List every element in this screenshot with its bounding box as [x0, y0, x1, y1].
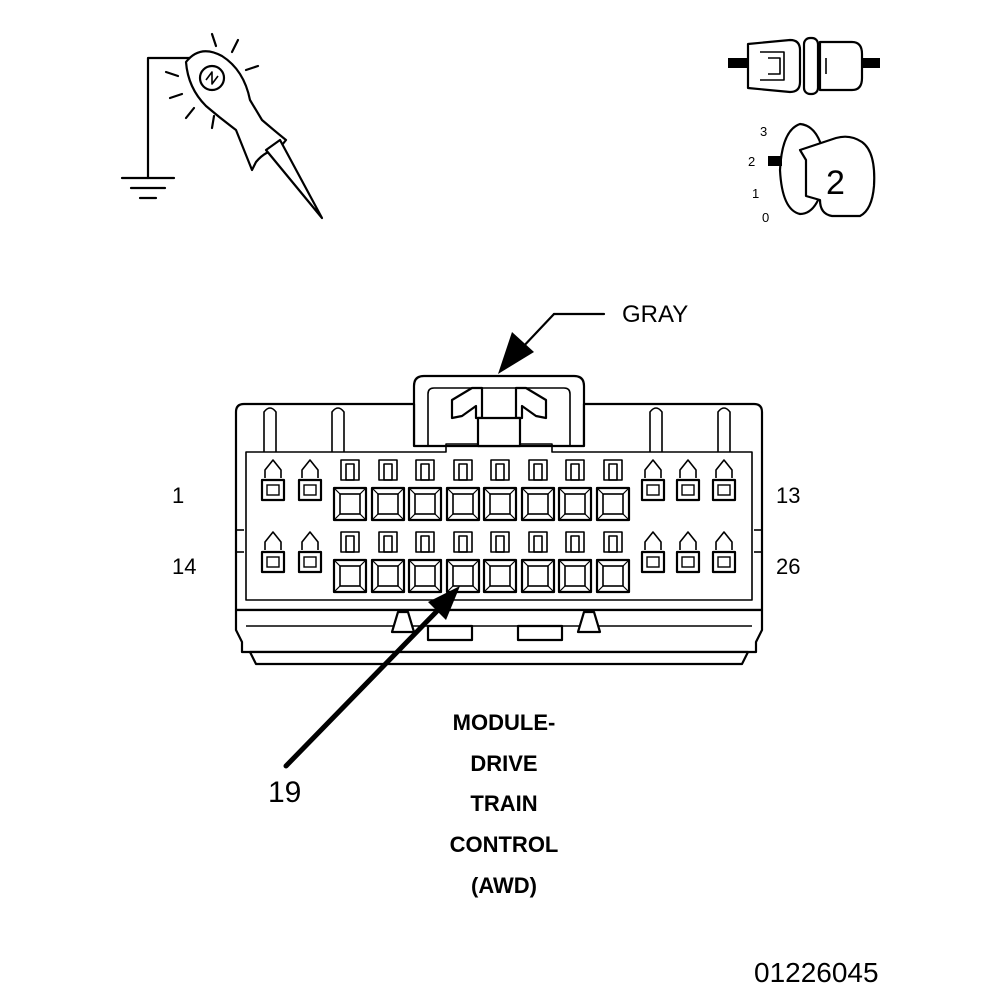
pin-cavity-r1-center-5 [482, 459, 518, 522]
module-name: MODULE- DRIVE TRAIN CONTROL (AWD) [450, 710, 559, 898]
ground-icon [120, 176, 176, 200]
pin-cavity-r1-center-1 [332, 459, 368, 522]
test-light-icon [120, 32, 324, 220]
figure-number: 01226045 [754, 957, 879, 988]
ignition-position-1: 1 [752, 186, 759, 201]
pin-cavity-r1-center-6 [520, 459, 556, 522]
pin-label-1: 1 [172, 483, 184, 508]
pin-cavity-r2-center-6 [520, 531, 556, 594]
pin-label-26: 26 [776, 554, 800, 579]
pin-cavity-r1-center-3 [407, 459, 443, 522]
ignition-key-icon: 3 2 1 0 2 [748, 122, 876, 225]
pin-cavity-r2-center-4 [445, 531, 481, 594]
pin-label-14: 14 [172, 554, 196, 579]
pin-cavity-r1-left-2 [297, 459, 323, 502]
module-name-line-2: DRIVE [470, 751, 537, 776]
pin-cavity-r1-center-8 [595, 459, 631, 522]
pin-cavity-r1-center-4 [445, 459, 481, 522]
pin-cavity-r2-right-3 [711, 531, 737, 574]
pin-cavity-r1-right-2 [675, 459, 701, 502]
pin-cavity-r1-right-1 [640, 459, 666, 502]
pin-cavity-r2-right-2 [675, 531, 701, 574]
connector-color-label: GRAY [622, 301, 688, 328]
pin-cavity-r2-center-7 [557, 531, 593, 594]
pin-label-13: 13 [776, 483, 800, 508]
ignition-position-2: 2 [748, 154, 755, 169]
module-name-line-5: (AWD) [471, 873, 537, 898]
pin-cavity-r2-center-3 [407, 531, 443, 594]
pin-cavity-r2-center-5 [482, 531, 518, 594]
pin-cavity-r1-right-3 [711, 459, 737, 502]
pin-cavity-r1-left-1 [260, 459, 286, 502]
pin-cavity-r1-center-7 [557, 459, 593, 522]
connector-pins [260, 459, 737, 594]
pin-cavity-r2-right-1 [640, 531, 666, 574]
pin-callout: 19 [268, 586, 460, 809]
callout-pin-number: 19 [268, 776, 301, 809]
pin-cavity-r2-center-8 [595, 531, 631, 594]
ignition-key-position: 2 [826, 164, 845, 202]
module-name-line-4: CONTROL [450, 832, 559, 857]
pin-cavity-r1-center-2 [370, 459, 406, 522]
pin-cavity-r2-left-2 [297, 531, 323, 574]
ignition-position-0: 0 [762, 210, 769, 225]
module-name-line-1: MODULE- [453, 710, 556, 735]
pin-cavity-r2-center-2 [370, 531, 406, 594]
disconnected-connector-icon [728, 36, 880, 96]
pin-cavity-r2-left-1 [260, 531, 286, 574]
ignition-position-3: 3 [760, 124, 767, 139]
pin-cavity-r2-center-1 [332, 531, 368, 594]
color-leader: GRAY [498, 301, 688, 374]
module-name-line-3: TRAIN [470, 791, 537, 816]
